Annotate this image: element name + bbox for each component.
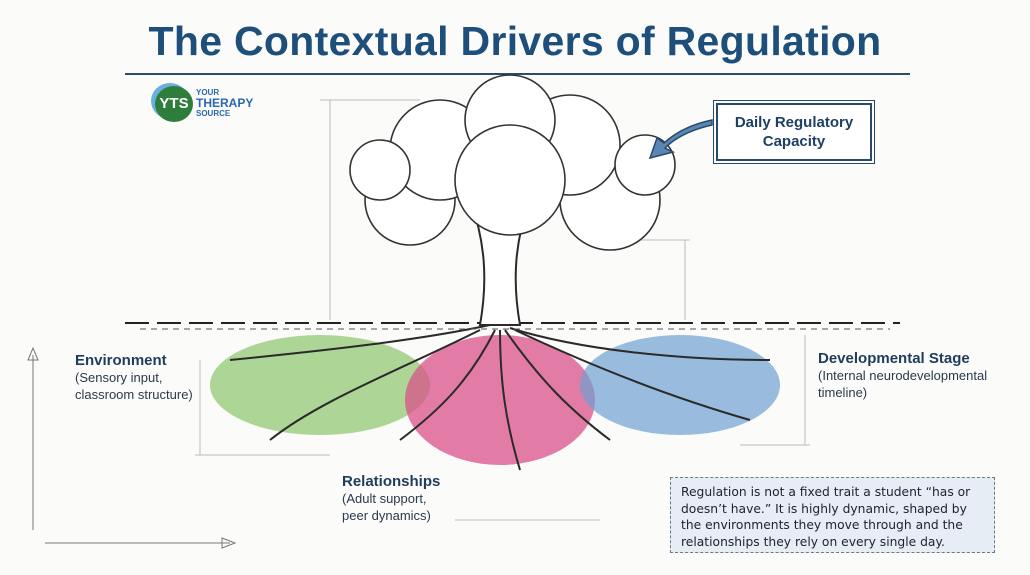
daily-regulatory-capacity-callout: Daily Regulatory Capacity bbox=[713, 100, 875, 164]
environment-root-wash bbox=[210, 335, 430, 435]
tree-canopy bbox=[349, 74, 676, 251]
logo-word: THERAPY bbox=[196, 96, 254, 110]
driver-detail: (Sensory input, bbox=[75, 370, 163, 385]
roots bbox=[229, 324, 771, 471]
logo-word: SOURCE bbox=[196, 109, 231, 118]
sketch-guides bbox=[195, 99, 810, 521]
axis-arrows bbox=[27, 346, 237, 549]
driver-heading: Developmental Stage bbox=[818, 350, 970, 367]
driver-detail: classroom structure) bbox=[75, 387, 193, 402]
driver-detail: peer dynamics) bbox=[342, 508, 431, 523]
relationships-root-wash bbox=[405, 335, 595, 465]
logo-word: YOUR bbox=[196, 88, 220, 97]
logo-badge: YTS bbox=[155, 86, 193, 122]
page-title: The Contextual Drivers of Regulation bbox=[148, 18, 882, 64]
driver-heading: Environment bbox=[75, 352, 167, 369]
yts-logo: YTS YOUR THERAPY SOURCE bbox=[155, 86, 275, 126]
driver-developmental-stage: Developmental Stage (Internal neurodevel… bbox=[818, 350, 987, 401]
summary-note: Regulation is not a fixed trait a studen… bbox=[670, 477, 995, 553]
driver-relationships: Relationships (Adult support, peer dynam… bbox=[342, 473, 440, 524]
driver-detail: (Internal neurodevelopmental bbox=[818, 368, 988, 383]
callout-label: Daily Regulatory Capacity bbox=[734, 114, 854, 150]
title-underline bbox=[125, 73, 910, 75]
driver-environment: Environment (Sensory input, classroom st… bbox=[75, 352, 193, 403]
driver-detail: timeline) bbox=[818, 385, 868, 400]
driver-heading: Relationships bbox=[342, 473, 441, 490]
driver-detail: (Adult support, bbox=[342, 491, 427, 506]
callout-arrow-icon bbox=[648, 119, 713, 160]
